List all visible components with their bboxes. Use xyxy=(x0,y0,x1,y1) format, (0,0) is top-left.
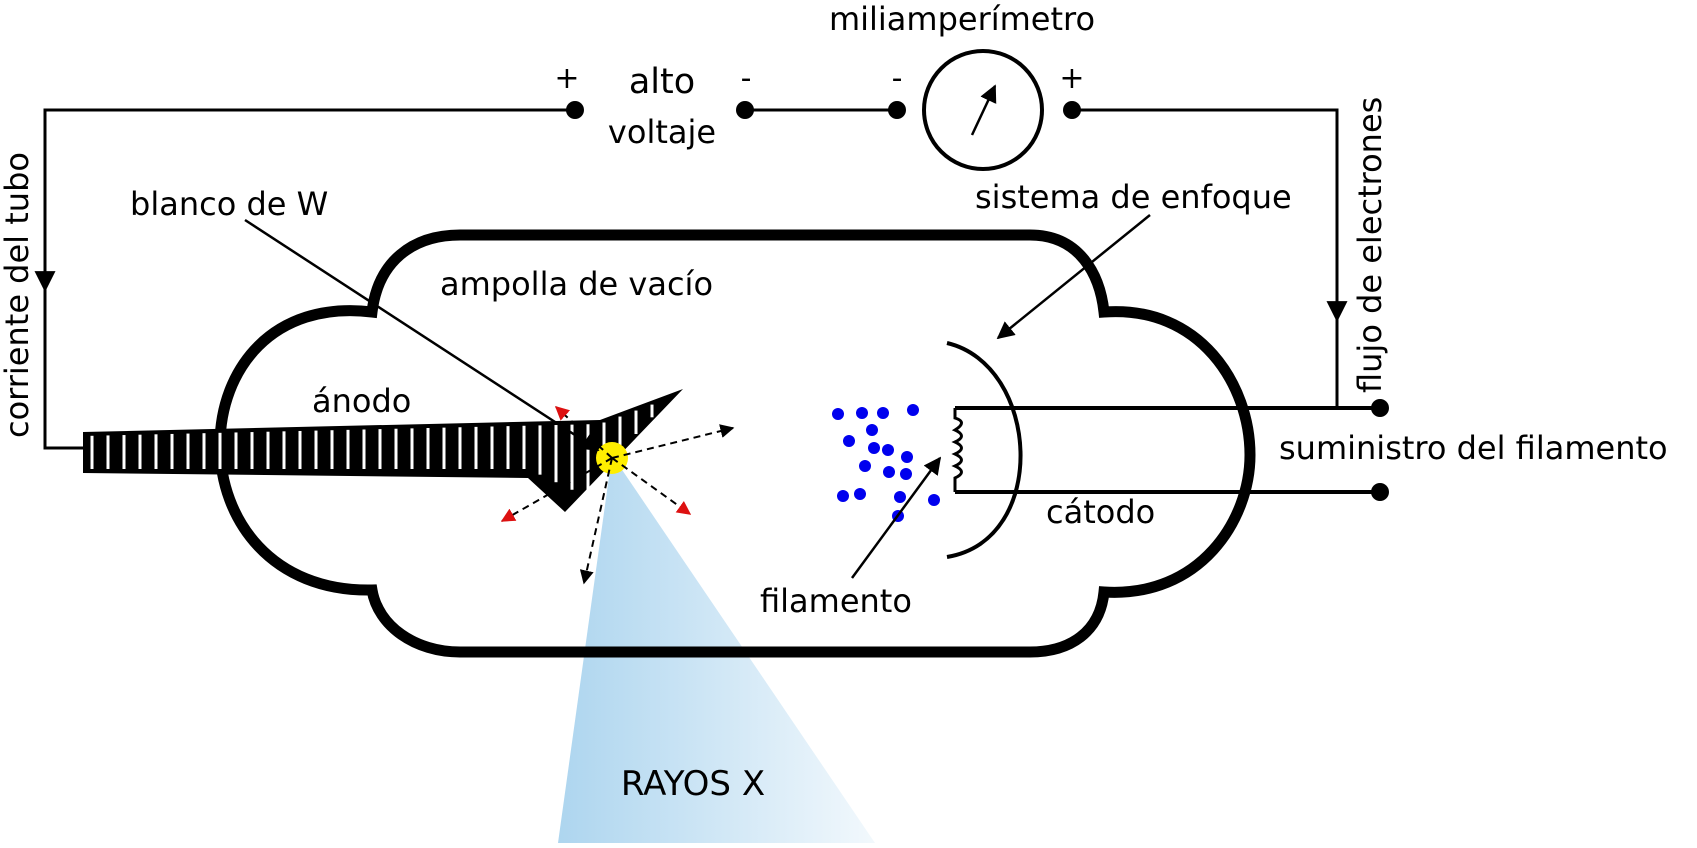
cathode-label: cátodo xyxy=(1046,493,1155,531)
filament-pointer xyxy=(850,456,942,579)
electron-cloud xyxy=(832,404,940,522)
filament-supply-label: suministro del filamento xyxy=(1279,429,1668,467)
xrays-label: RAYOS X xyxy=(621,764,765,804)
scatter-arrows xyxy=(500,406,735,585)
polarity-source-left: + xyxy=(554,61,579,96)
scatter-arrow-left xyxy=(500,457,613,522)
target-pointer xyxy=(244,218,600,452)
vacuum-bulb-outline xyxy=(214,229,1256,658)
meter-label: miliamperímetro xyxy=(829,0,1095,38)
filament-terminal-bottom xyxy=(1371,483,1389,501)
anode xyxy=(83,389,683,512)
electron-flow-label: flujo de electrones xyxy=(1351,97,1389,393)
vacuum-bulb-label: ampolla de vacío xyxy=(440,265,713,303)
filament-coil xyxy=(951,408,963,492)
tube-current-label: corriente del tubo xyxy=(0,152,36,438)
source-terminal-negative xyxy=(736,101,754,119)
high-voltage-label-2: voltaje xyxy=(608,113,716,151)
filament-terminal-top xyxy=(1371,399,1389,417)
target-label: blanco de W xyxy=(130,185,328,223)
meter-terminal-negative xyxy=(888,101,906,119)
polarity-source-right: - xyxy=(741,61,752,96)
milliammeter-needle-icon xyxy=(970,84,997,136)
anode-label: ánodo xyxy=(312,382,411,420)
polarity-meter-left: - xyxy=(892,61,903,96)
polarity-meter-right: + xyxy=(1059,61,1084,96)
scatter-arrow-down-right xyxy=(611,457,692,515)
focusing-cup xyxy=(946,341,1023,559)
focus-system-label: sistema de enfoque xyxy=(975,178,1292,216)
scatter-arrow-up xyxy=(554,406,613,459)
scatter-arrow-right xyxy=(611,424,735,459)
filament-label: filamento xyxy=(760,582,912,620)
high-voltage-label-1: alto xyxy=(629,62,695,102)
meter-terminal-positive xyxy=(1063,101,1081,119)
focus-system-pointer xyxy=(996,214,1151,340)
scatter-arrow-down xyxy=(579,457,613,585)
source-terminal-positive xyxy=(566,101,584,119)
